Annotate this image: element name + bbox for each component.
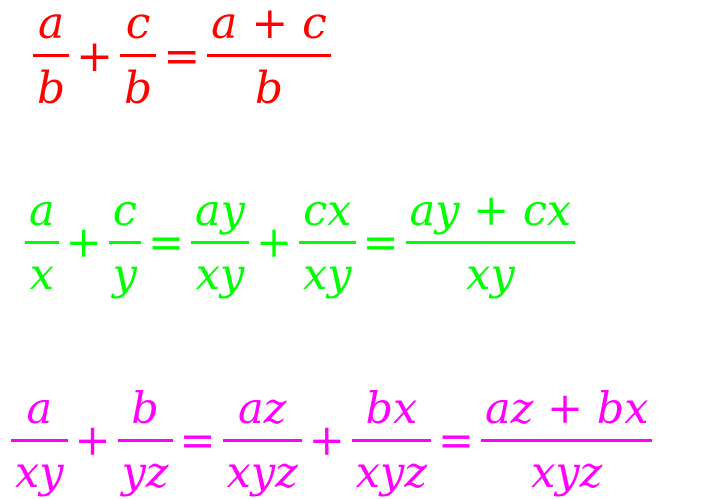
fraction-bar <box>11 439 68 442</box>
numerator: az <box>238 384 287 434</box>
equals-sign: = <box>163 30 201 82</box>
equation-1: a b + c b = a + c b <box>30 2 334 111</box>
fraction-bar <box>405 241 576 244</box>
fraction-bar <box>25 241 59 244</box>
fraction-bar <box>481 439 653 442</box>
denominator: xyz <box>531 448 603 498</box>
fraction: c y <box>108 186 141 300</box>
numerator: b <box>131 384 159 434</box>
fraction-bar <box>298 241 356 244</box>
fraction: a + c b <box>207 2 331 111</box>
fraction: cx xy <box>298 186 356 300</box>
numerator: az + bx <box>485 384 649 434</box>
numerator: ay + cx <box>409 186 572 236</box>
fraction-bar <box>108 241 141 244</box>
numerator: c <box>112 186 137 236</box>
fraction: a b <box>33 0 70 114</box>
plus-sign: + <box>76 30 114 82</box>
equals-sign: = <box>147 218 184 268</box>
equation-3: a xy + b yz = az xyz + bx xyz = az + bx … <box>8 388 655 495</box>
fraction-bar <box>120 54 157 57</box>
equation-2: a x + c y = ay xy + cx xy = ay + cx xy <box>22 190 578 297</box>
denominator: xyz <box>226 448 298 498</box>
numerator: a <box>29 186 55 236</box>
denominator: xy <box>15 448 64 498</box>
denominator: b <box>37 63 66 114</box>
fraction-bar <box>33 54 70 57</box>
numerator: a <box>26 384 53 434</box>
denominator: y <box>112 250 137 300</box>
fraction: az + bx xyz <box>481 384 653 498</box>
fraction: ay + cx xy <box>405 186 576 300</box>
fraction: az xyz <box>222 384 302 498</box>
equals-sign: = <box>179 416 216 466</box>
fraction: bx xyz <box>351 384 431 498</box>
equals-sign: = <box>362 218 399 268</box>
equals-sign: = <box>438 416 475 466</box>
denominator: xy <box>195 250 245 300</box>
fraction-bar <box>351 439 431 442</box>
fraction: a x <box>25 190 59 297</box>
fraction-bar <box>207 54 331 57</box>
fraction-bar <box>191 241 249 244</box>
plus-sign: + <box>308 416 345 466</box>
plus-sign: + <box>65 218 102 268</box>
denominator: x <box>29 250 54 300</box>
numerator: a + c <box>211 0 327 49</box>
fraction: c b <box>120 0 157 114</box>
denominator: xy <box>302 250 352 300</box>
numerator: a <box>37 0 65 49</box>
denominator: b <box>124 63 153 114</box>
denominator: b <box>254 63 284 114</box>
denominator: xyz <box>355 448 427 498</box>
plus-sign: + <box>255 218 292 268</box>
numerator: c <box>125 0 151 49</box>
numerator: cx <box>303 186 352 236</box>
denominator: xy <box>466 250 515 300</box>
denominator: yz <box>121 448 169 498</box>
fraction: b yz <box>117 384 173 498</box>
fraction: a xy <box>11 388 68 495</box>
plus-sign: + <box>74 416 111 466</box>
numerator: ay <box>195 186 245 236</box>
fraction-bar <box>117 439 173 442</box>
fraction-bar <box>222 439 302 442</box>
numerator: bx <box>365 384 418 434</box>
fraction: ay xy <box>191 190 249 297</box>
